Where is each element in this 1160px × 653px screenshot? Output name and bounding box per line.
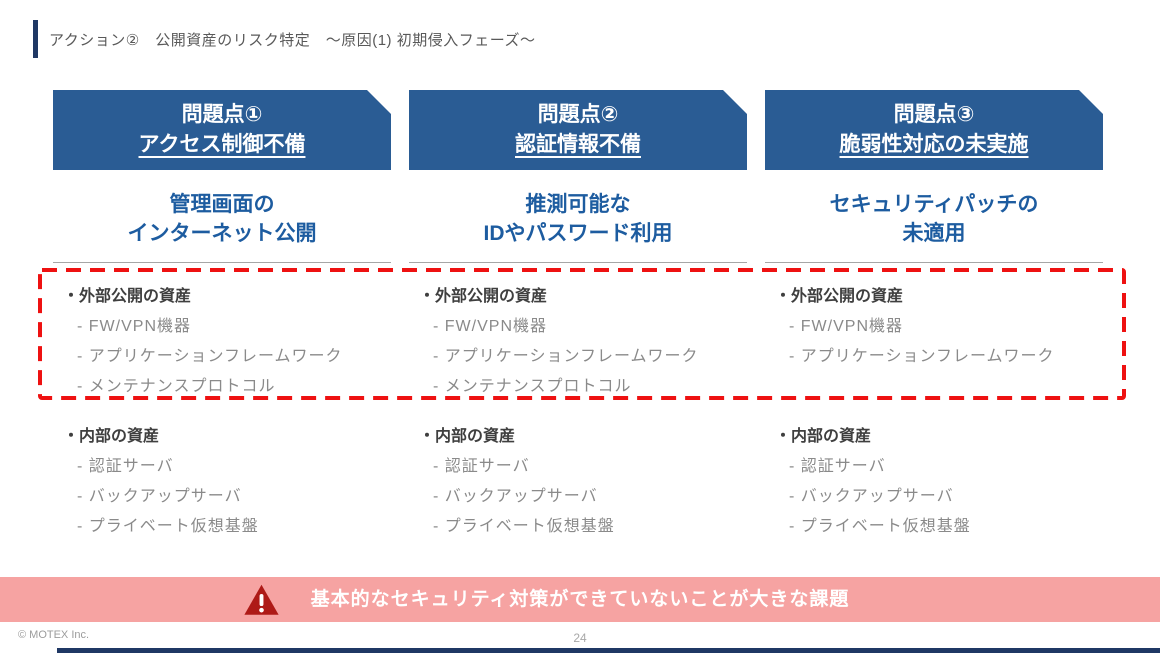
problem-banner-1: 問題点① アクセス制御不備 [53,90,391,170]
column-1-internal-assets-list: ・内部の資産 - 認証サーバ - バックアップサーバ - プライベート仮想基盤 [53,422,391,542]
external-assets-highlight-box [38,268,1126,400]
list-item: - メンテナンスプロトコル [433,378,632,395]
column-2-divider [409,262,747,263]
list-item: - 認証サーバ [433,458,530,475]
column-1-heading: 管理画面の インターネット公開 [53,190,391,248]
column-3-external-assets-list: ・外部公開の資産 - FW/VPN機器 - アプリケーションフレームワーク [765,282,1103,422]
bottom-accent-bar [57,648,1160,653]
column-2-internal-assets-list: ・内部の資産 - 認証サーバ - バックアップサーバ - プライベート仮想基盤 [409,422,747,542]
column-1-external-assets-list: ・外部公開の資産 - FW/VPN機器 - アプリケーションフレームワーク - … [53,282,391,422]
list-header: ・外部公開の資産 [419,288,548,305]
title-accent-bar [33,20,38,58]
slide-header: アクション② 公開資産のリスク特定 ～原因(1) 初期侵入フェーズ～ [33,20,535,58]
column-3-heading-line2: 未適用 [902,222,966,245]
problem-banner-3: 問題点③ 脆弱性対応の未実施 [765,90,1103,170]
warning-banner-text: 基本的なセキュリティ対策ができていないことが大きな課題 [310,589,850,610]
column-3-heading-line1: セキュリティパッチの [829,193,1039,216]
list-item: - FW/VPN機器 [77,318,191,335]
column-2-heading: 推測可能な IDやパスワード利用 [409,190,747,248]
warning-triangle-icon [244,584,279,615]
column-credentials: 問題点② 認証情報不備 推測可能な IDやパスワード利用 ・外部公開の資産 - … [409,90,747,542]
column-2-external-assets-list: ・外部公開の資産 - FW/VPN機器 - アプリケーションフレームワーク - … [409,282,747,422]
list-header: ・外部公開の資産 [63,288,192,305]
slide-title: アクション② 公開資産のリスク特定 ～原因(1) 初期侵入フェーズ～ [49,31,536,49]
list-item: - FW/VPN機器 [789,318,903,335]
column-1-heading-line1: 管理画面の [169,193,275,216]
list-item: - プライベート仮想基盤 [433,518,615,535]
column-vulnerability: 問題点③ 脆弱性対応の未実施 セキュリティパッチの 未適用 ・外部公開の資産 -… [765,90,1103,542]
list-item: - メンテナンスプロトコル [77,378,276,395]
column-access-control: 問題点① アクセス制御不備 管理画面の インターネット公開 ・外部公開の資産 -… [53,90,391,542]
list-item: - バックアップサーバ [789,488,954,505]
column-3-divider [765,262,1103,263]
problem-banner-2-label: 認証情報不備 [515,133,641,156]
warning-banner: 基本的なセキュリティ対策ができていないことが大きな課題 [0,577,1160,622]
list-item: - プライベート仮想基盤 [789,518,971,535]
list-item: - アプリケーションフレームワーク [77,348,343,365]
problem-banner-2-number: 問題点② [537,103,619,126]
problem-banner-3-label: 脆弱性対応の未実施 [839,133,1029,156]
list-header: ・外部公開の資産 [775,288,904,305]
list-item: - FW/VPN機器 [433,318,547,335]
list-item: - プライベート仮想基盤 [77,518,259,535]
column-2-heading-line1: 推測可能な [525,193,631,216]
problem-banner-3-number: 問題点③ [893,103,975,126]
page-number: 24 [573,631,587,645]
list-item: - バックアップサーバ [77,488,242,505]
column-2-heading-line2: IDやパスワード利用 [483,222,673,245]
problem-banner-1-number: 問題点① [181,103,263,126]
list-item: - 認証サーバ [77,458,174,475]
list-item: - 認証サーバ [789,458,886,475]
problem-banner-2: 問題点② 認証情報不備 [409,90,747,170]
list-item: - アプリケーションフレームワーク [433,348,699,365]
problem-columns: 問題点① アクセス制御不備 管理画面の インターネット公開 ・外部公開の資産 -… [53,90,1103,542]
column-3-heading: セキュリティパッチの 未適用 [765,190,1103,248]
list-header: ・内部の資産 [419,428,516,445]
column-3-internal-assets-list: ・内部の資産 - 認証サーバ - バックアップサーバ - プライベート仮想基盤 [765,422,1103,542]
list-item: - バックアップサーバ [433,488,598,505]
list-header: ・内部の資産 [63,428,160,445]
list-header: ・内部の資産 [775,428,872,445]
column-1-heading-line2: インターネット公開 [127,222,317,245]
copyright: © MOTEX Inc. [18,629,90,641]
column-1-divider [53,262,391,263]
list-item: - アプリケーションフレームワーク [789,348,1055,365]
problem-banner-1-label: アクセス制御不備 [138,133,306,156]
